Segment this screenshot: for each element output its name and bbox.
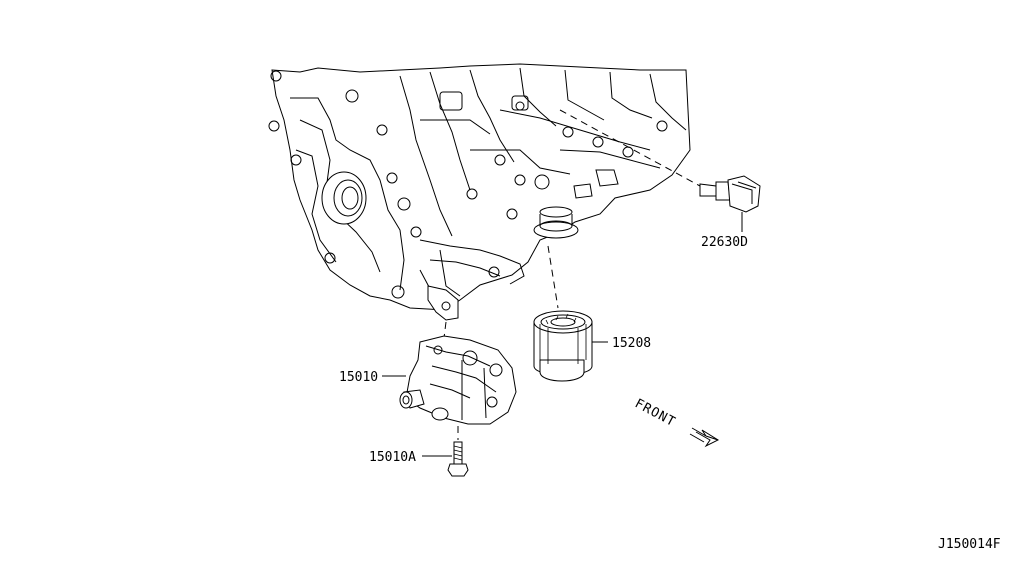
oil-filter: [533, 245, 608, 382]
bolt-part-label: 15010A: [369, 450, 416, 465]
engine-block: [268, 63, 691, 321]
oil-pressure-sensor: [559, 109, 761, 232]
figure-code: J150014F: [938, 537, 1001, 552]
oil-filter-part-label: 15208: [612, 336, 651, 351]
oil-pump-part-label: 15010: [339, 370, 378, 385]
front-direction-marker: FRONT: [632, 396, 720, 448]
oil-pump: [382, 321, 517, 425]
mounting-bolt: [422, 426, 469, 477]
front-label: FRONT: [632, 396, 678, 430]
sensor-part-label: 22630D: [701, 235, 748, 250]
